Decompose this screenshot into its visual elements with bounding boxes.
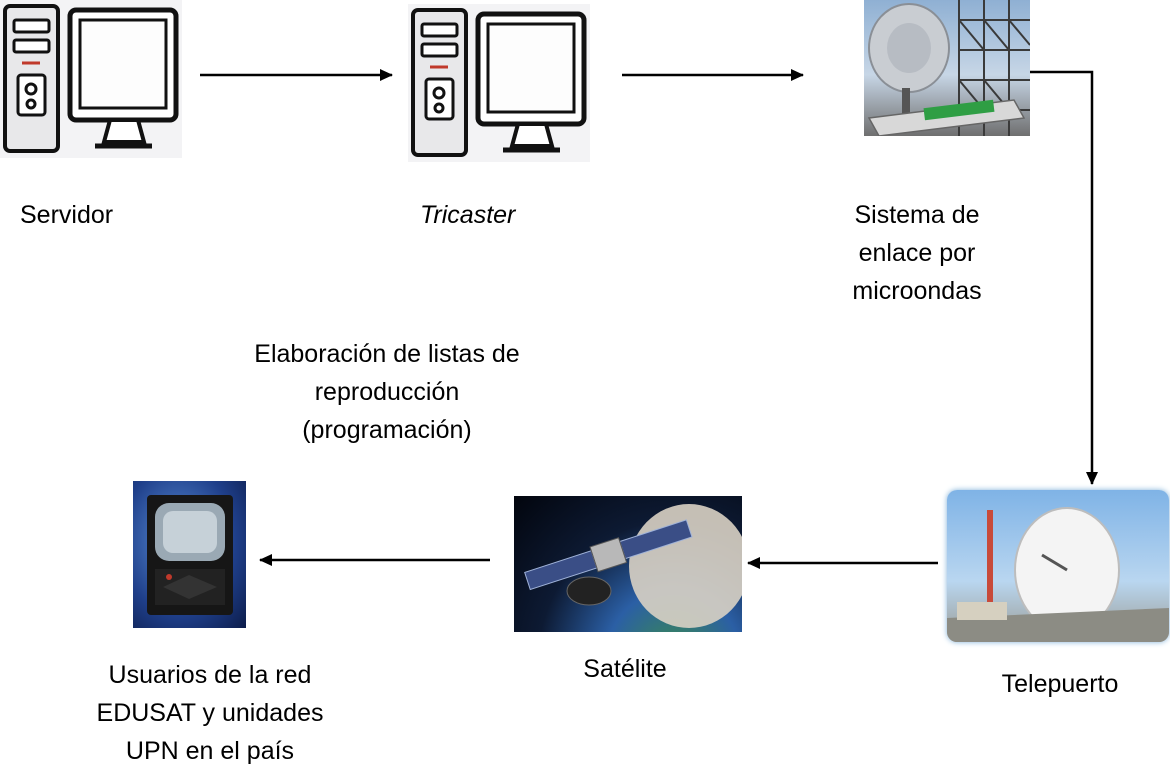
microwave-antenna-icon	[864, 0, 1030, 136]
servidor-computer-icon	[0, 0, 182, 158]
television-icon	[133, 481, 246, 628]
note-line-2: reproducción	[314, 378, 460, 406]
microondas-label-line-1: Sistema de	[854, 201, 980, 229]
programacion-note: Elaboración de listas de reproducción (p…	[182, 335, 592, 449]
note-line-1: Elaboración de listas de	[254, 340, 520, 368]
usuarios-label-line-2: EDUSAT y unidades	[96, 699, 324, 727]
arrow-microondas-to-telepuerto	[1030, 70, 1098, 485]
usuarios-label-line-1: Usuarios de la red	[108, 661, 312, 689]
telepuerto-label: Telepuerto	[1001, 670, 1119, 698]
microondas-label-line-2: enlace por	[858, 239, 976, 267]
satelite-label: Satélite	[583, 655, 667, 683]
satellite-icon	[514, 496, 742, 632]
note-line-3: (programación)	[302, 416, 472, 444]
microondas-label-line-3: microondas	[852, 277, 982, 305]
tricaster-label: Tricaster	[420, 201, 516, 229]
usuarios-label: Usuarios de la red EDUSAT y unidades UPN…	[65, 656, 355, 770]
servidor-label: Servidor	[20, 201, 114, 229]
tricaster-computer-icon	[408, 4, 590, 162]
satellite-dish-icon	[947, 490, 1169, 642]
usuarios-label-line-3: UPN en el país	[125, 737, 295, 765]
microondas-label: Sistema de enlace por microondas	[822, 196, 1012, 310]
